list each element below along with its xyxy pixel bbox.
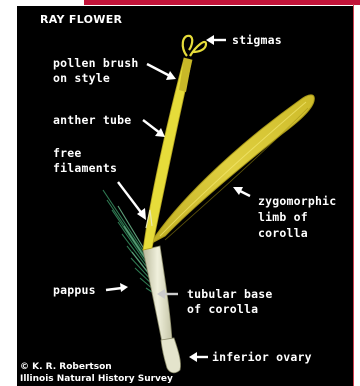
label-pappus: pappus [53,282,96,298]
label-zygomorphic-line1: zygomorphic [258,193,336,209]
label-zygomorphic-line3: corolla [258,225,308,241]
institution-credit: Illinois Natural History Survey [20,374,173,384]
label-tubular-base-line1: tubular base [187,286,272,302]
label-free-filaments-line1: free [53,145,82,161]
label-stigmas: stigmas [232,32,282,48]
copyright-credit: © K. R. Robertson [20,362,112,372]
figure-title: RAY FLOWER [40,13,122,26]
label-free-filaments-line2: filaments [53,160,117,176]
inferior-ovary-shape [161,338,181,373]
label-inferior-ovary: inferior ovary [212,349,312,365]
label-pollen-brush-line1: pollen brush [53,55,138,71]
label-zygomorphic-line2: limb of [258,209,308,225]
stigmas-shape [183,36,206,56]
label-tubular-base-line2: of corolla [187,301,258,317]
label-pollen-brush-line2: on style [53,70,110,86]
label-anther-tube: anther tube [53,112,131,128]
